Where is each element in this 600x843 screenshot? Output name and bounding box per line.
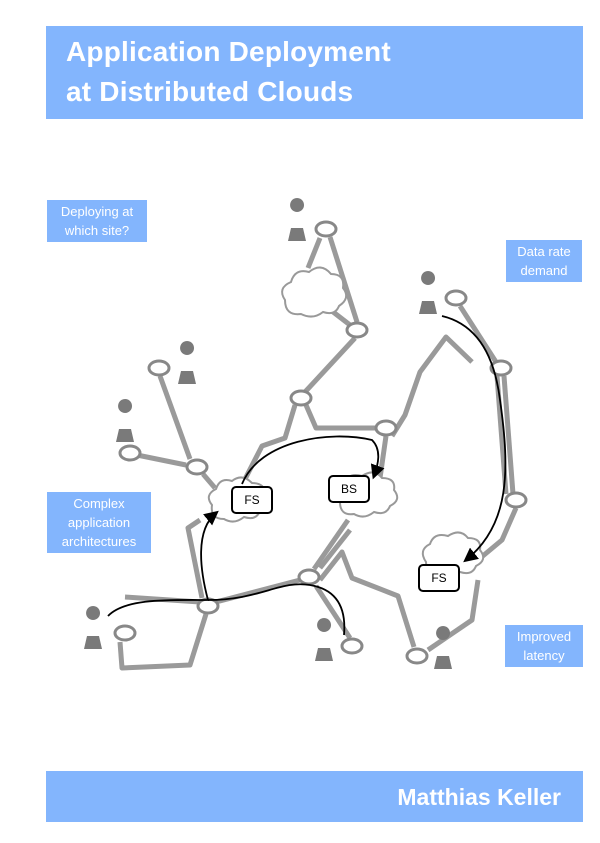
- router-icon: [504, 491, 528, 509]
- router-icon: [196, 597, 220, 615]
- user-icon: [315, 618, 333, 661]
- user-icon: [288, 198, 306, 241]
- title-banner: Application Deployment at Distributed Cl…: [46, 26, 583, 119]
- callout-site: Deploying at which site?: [47, 200, 147, 242]
- title-line-1: Application Deployment: [66, 36, 391, 67]
- user-icon: [178, 341, 196, 384]
- router-icon: [314, 220, 338, 238]
- request-flows: [107, 315, 507, 636]
- router-icon: [489, 359, 513, 377]
- users: [84, 198, 452, 669]
- title-line-2: at Distributed Clouds: [66, 76, 354, 107]
- callout-latency: Improved latency: [505, 625, 583, 667]
- routers: [113, 220, 528, 665]
- router-icon: [345, 321, 369, 339]
- clouds: [207, 266, 485, 578]
- user-icon: [116, 399, 134, 442]
- flow-arrow: [441, 315, 507, 563]
- router-icon: [289, 389, 313, 407]
- callout-data-rate: Data rate demand: [506, 240, 582, 282]
- flow-arrow: [241, 435, 385, 485]
- author-banner: Matthias Keller: [46, 771, 583, 822]
- router-icon: [113, 624, 137, 642]
- user-icon: [84, 606, 102, 649]
- service-box-bs: BS: [328, 475, 370, 503]
- router-icon: [118, 444, 142, 462]
- router-icon: [297, 568, 321, 586]
- flow-arrow: [107, 510, 219, 617]
- flow-arrow: [207, 583, 346, 636]
- router-icon: [185, 458, 209, 476]
- user-icon: [434, 626, 452, 669]
- author-name: Matthias Keller: [397, 784, 561, 810]
- service-box-fs: FS: [418, 564, 460, 592]
- router-icon: [444, 289, 468, 307]
- router-icon: [374, 419, 398, 437]
- router-icon: [147, 359, 171, 377]
- router-icon: [340, 637, 364, 655]
- service-box-fs: FS: [231, 486, 273, 514]
- user-icon: [419, 271, 437, 314]
- callout-complex: Complex application architectures: [47, 492, 151, 553]
- cloud-icon: [281, 266, 348, 318]
- router-icon: [405, 647, 429, 665]
